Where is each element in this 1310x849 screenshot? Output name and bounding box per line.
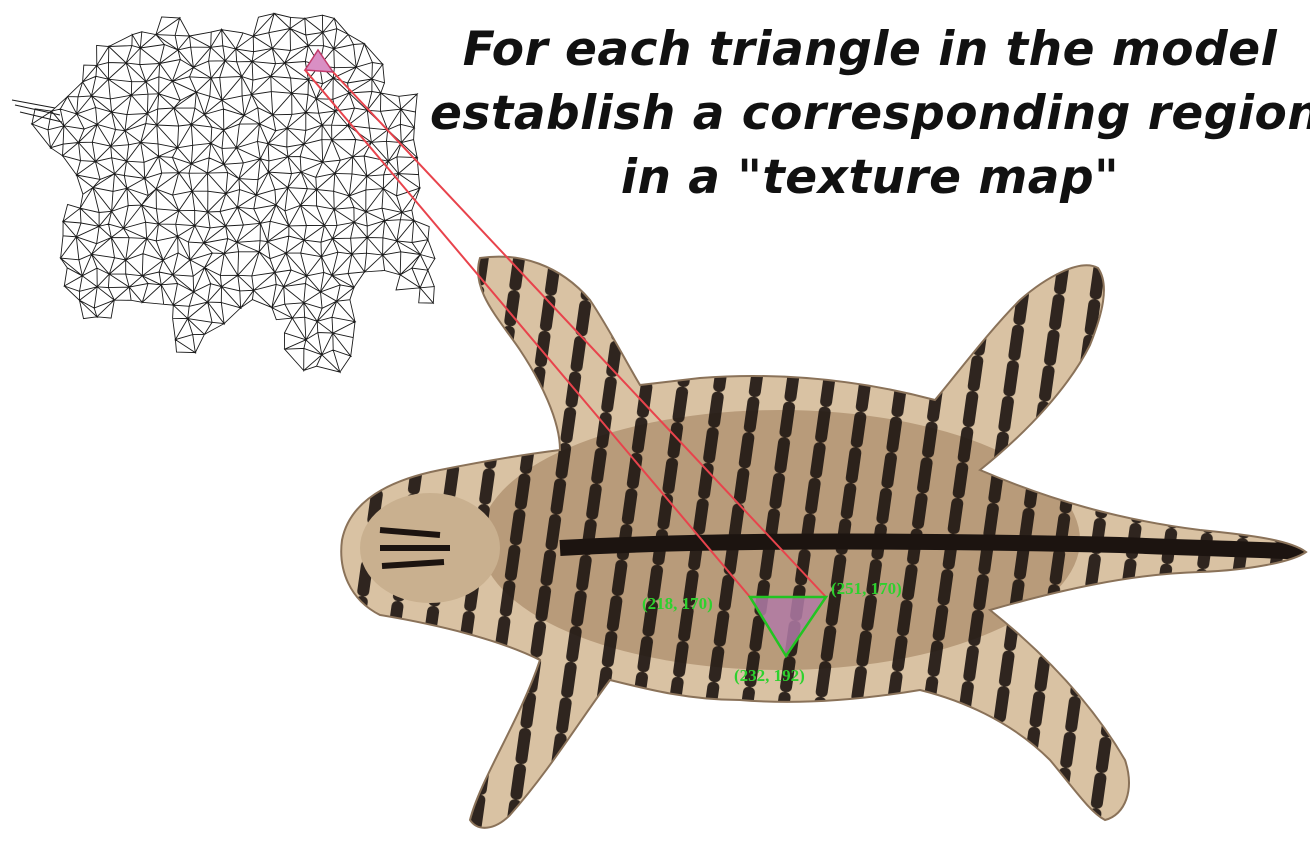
caption-line-3: in a "texture map" — [430, 146, 1310, 210]
model-triangle — [305, 50, 333, 72]
vertex-label-b: (251, 170) — [831, 579, 902, 598]
wireframe-model — [12, 14, 435, 373]
mesh-triangles — [32, 14, 435, 373]
vertex-label-a: (218, 170) — [642, 594, 713, 613]
mesh-tail — [12, 100, 62, 122]
vertex-label-c: (232, 192) — [734, 666, 805, 685]
texture-map — [330, 240, 1310, 840]
caption-line-1: For each triangle in the model — [430, 18, 1310, 82]
caption-line-2: establish a corresponding region — [430, 82, 1310, 146]
diagram-caption: For each triangle in the model establish… — [430, 18, 1310, 210]
